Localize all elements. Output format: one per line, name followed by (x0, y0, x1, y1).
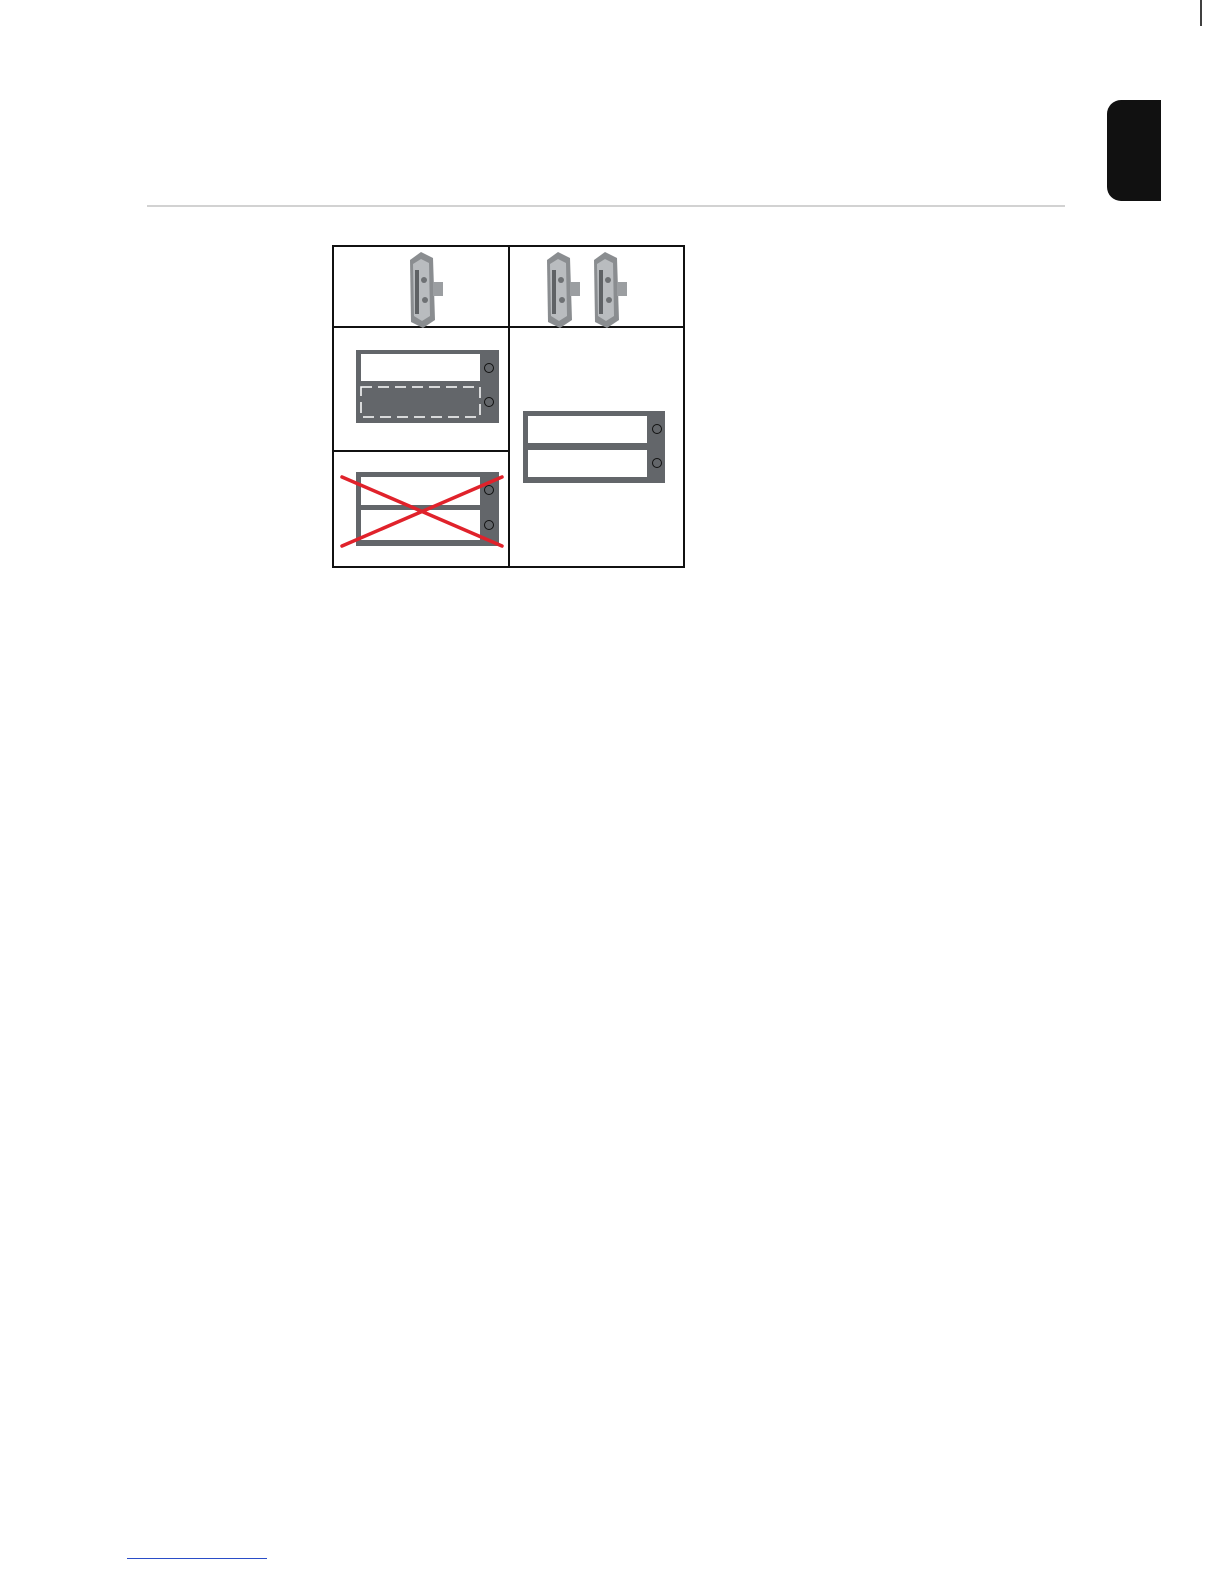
double-card-cover (523, 411, 665, 483)
option-card-icon (547, 252, 580, 328)
option-card-icon (594, 252, 627, 328)
single-card-cover (356, 350, 499, 423)
option-card-installation-figure (332, 245, 686, 570)
footer-link-underline[interactable] (127, 1558, 267, 1559)
section-divider (147, 205, 1065, 207)
language-tab (1107, 100, 1161, 201)
option-card-icon (410, 252, 443, 328)
